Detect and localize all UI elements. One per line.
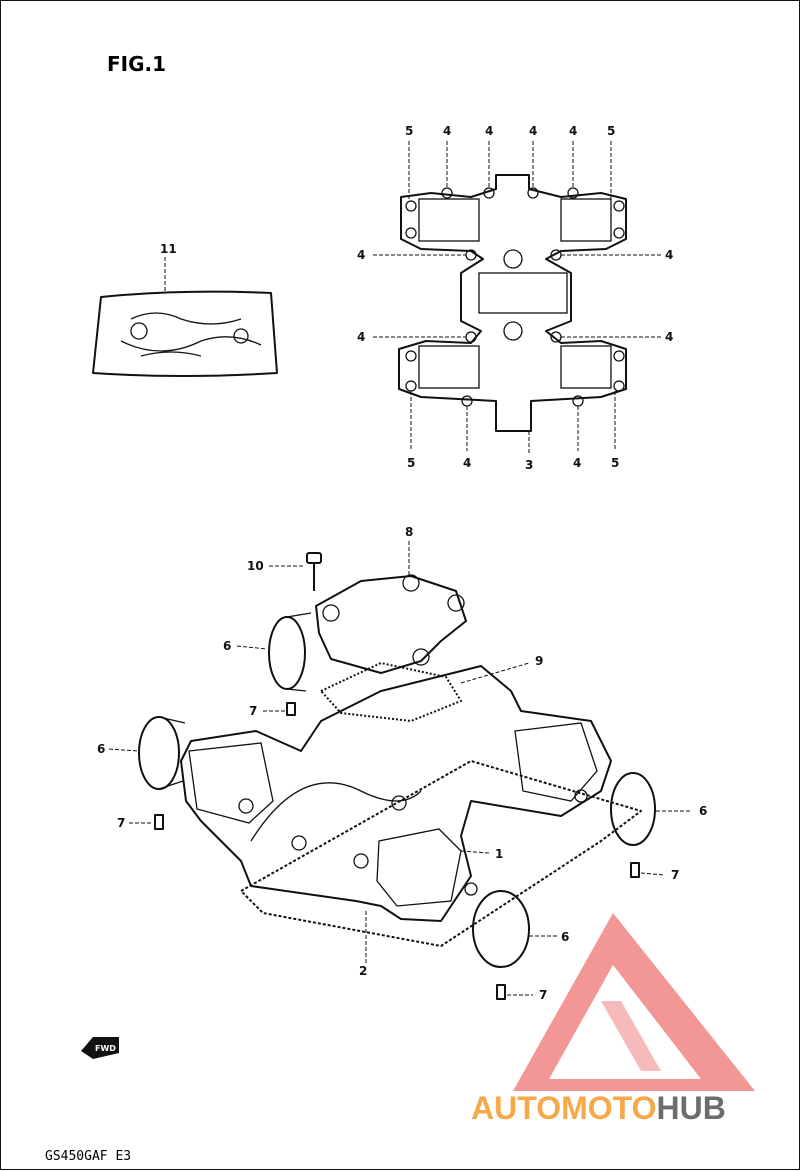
callout-1: 1 — [495, 847, 503, 861]
callout-9: 9 — [535, 654, 543, 668]
callout-5-bottom-right: 5 — [611, 456, 619, 470]
callout-8: 8 — [405, 525, 413, 539]
callout-4-mid-right-a: 4 — [665, 248, 673, 262]
callout-10: 10 — [247, 559, 264, 573]
callout-4-bottom-a: 4 — [463, 456, 471, 470]
callout-4-mid-right-b: 4 — [665, 330, 673, 344]
forward-label: FWD — [95, 1044, 116, 1053]
part-7-screw-d — [496, 984, 533, 1000]
callout-5-bottom-left: 5 — [407, 456, 415, 470]
callout-4-mid-left-b: 4 — [357, 330, 365, 344]
part-8-breather-cover — [315, 541, 467, 674]
callout-5-top-right: 5 — [607, 124, 615, 138]
callout-11: 11 — [160, 242, 177, 256]
watermark-logo — [513, 913, 755, 1091]
watermark-text-part1: AUTOMOTO — [471, 1090, 656, 1126]
callout-4-mid-left-a: 4 — [357, 248, 365, 262]
part-3-gasket-plate — [373, 141, 661, 453]
part-6-cap-right — [610, 772, 691, 846]
callout-5-top-left: 5 — [405, 124, 413, 138]
part-7-screw-a — [263, 702, 296, 716]
callout-4-bottom-b: 4 — [573, 456, 581, 470]
callout-4-top-d: 4 — [569, 124, 577, 138]
callout-6-lower: 6 — [561, 930, 569, 944]
callout-4-top-a: 4 — [443, 124, 451, 138]
part-6-cap-lower — [472, 890, 557, 968]
part-2-cover-gasket — [240, 760, 642, 947]
forward-arrow-icon: FWD — [81, 1037, 119, 1059]
part-6-cap-left — [108, 716, 186, 790]
part-7-screw-b — [129, 814, 164, 830]
part-6-cap-upper-left — [236, 612, 312, 692]
figure-title: FIG.1 — [107, 52, 166, 76]
callout-2: 2 — [359, 964, 367, 978]
watermark-text: AUTOMOTOHUB — [471, 1090, 726, 1126]
callout-6-upper-left: 6 — [223, 639, 231, 653]
part-7-screw-c — [630, 862, 666, 878]
callout-6-right: 6 — [699, 804, 707, 818]
callout-3: 3 — [525, 458, 533, 472]
callout-6-left: 6 — [97, 742, 105, 756]
callout-7-a: 7 — [249, 704, 257, 718]
callout-7-c: 7 — [671, 868, 679, 882]
callout-4-top-c: 4 — [529, 124, 537, 138]
watermark-text-part2: HUB — [656, 1090, 725, 1126]
part-10-bolt — [269, 552, 322, 591]
callout-7-b: 7 — [117, 816, 125, 830]
callout-7-d: 7 — [539, 988, 547, 1002]
part-1-cylinder-head-cover — [180, 665, 612, 963]
model-code: GS450GAF E3 — [45, 1149, 131, 1164]
callout-4-top-b: 4 — [485, 124, 493, 138]
part-9-breather-gasket — [320, 662, 530, 722]
part-11-label-card — [92, 257, 278, 377]
watermark-triangle-icon — [513, 913, 755, 1091]
